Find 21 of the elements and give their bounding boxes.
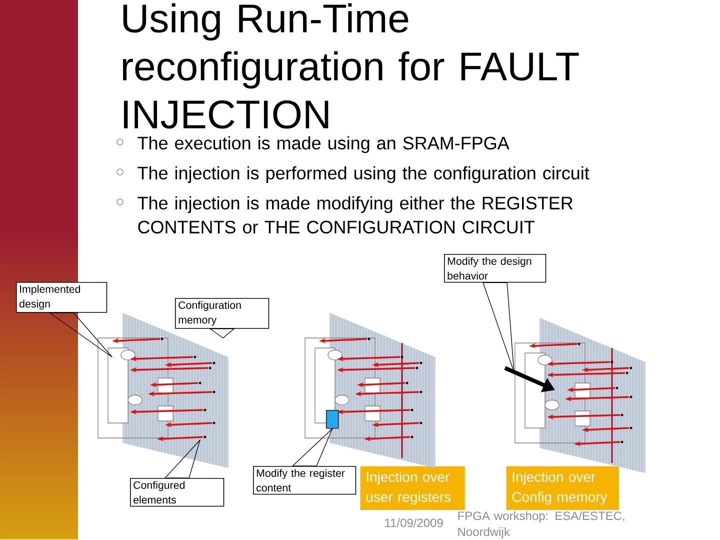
bullet-text: The injection is performed using the configuration circuit <box>138 166 590 184</box>
fpga-layer-drawing <box>98 312 228 468</box>
bullet-text: The injection is made modifying either the REGISTER CONTENTS or THE CONFIGURATION CIRCUIT <box>138 196 573 234</box>
leader-line <box>210 328 234 338</box>
leader-line <box>482 282 514 372</box>
leader-line <box>292 428 333 466</box>
fpga-layer-drawing <box>504 318 646 474</box>
title: Using Run-Time reconfiguration for FAULT INJECTION <box>122 3 579 129</box>
footer-text: FPGA workshop: ESA/ESTEC, Noordwijk <box>458 511 624 538</box>
highlight-box: Injection over user registers <box>360 466 465 510</box>
fpga-layer-drawing <box>304 312 436 468</box>
callout-box: Configuration memory <box>175 298 270 329</box>
register-block <box>326 410 339 429</box>
leader-line <box>49 312 112 358</box>
callout-box: Modify the register content <box>253 466 356 495</box>
bullet-text: The execution is made using an SRAM-FPGA <box>138 136 510 154</box>
callout-box: Modify the design behavior <box>444 254 546 283</box>
callout-box: Configured elements <box>130 478 224 507</box>
highlight-box: Injection over Config memory <box>506 466 619 510</box>
callout-box: Implemented design <box>16 282 108 313</box>
leader-line <box>164 440 200 478</box>
